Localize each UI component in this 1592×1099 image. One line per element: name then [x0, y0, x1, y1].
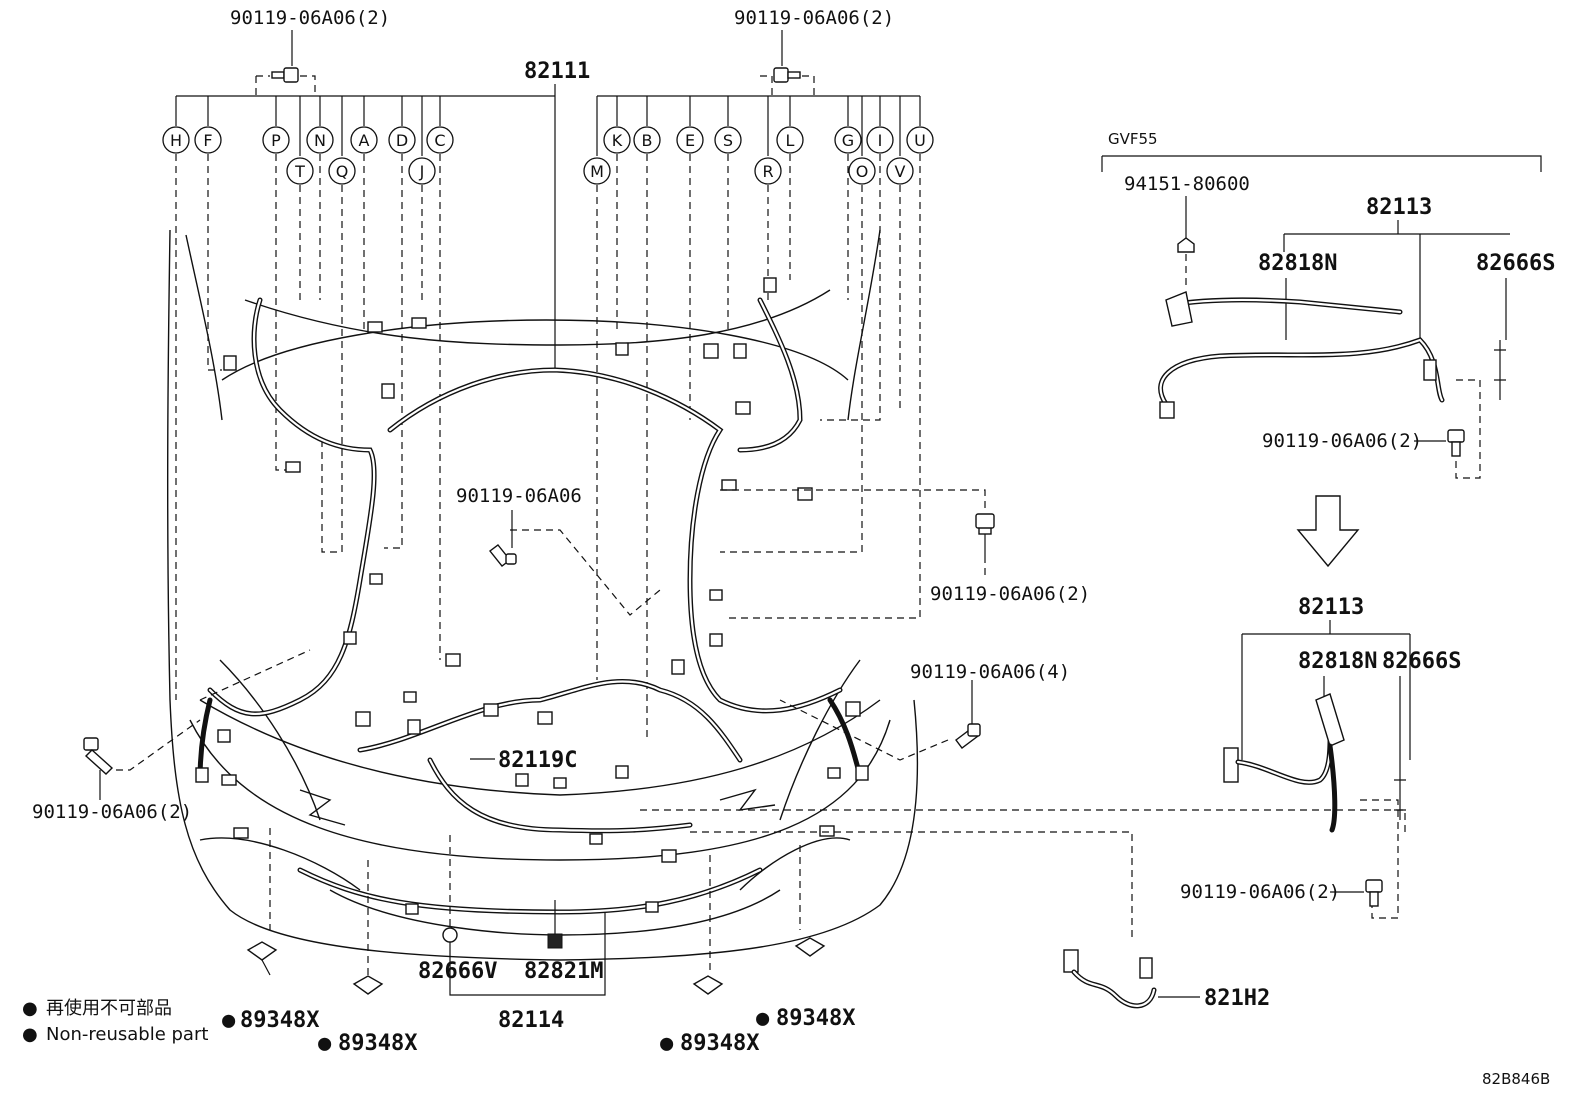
- left-bolt-2: 90119-06A06(2): [32, 737, 192, 823]
- bolt-detail-bottom: 90119-06A06(2): [1180, 879, 1383, 907]
- main-harness-label: 82111: [524, 59, 590, 84]
- transition-arrow: [1296, 495, 1360, 568]
- top-right-bolt-label: 90119-06A06(2): [734, 7, 894, 29]
- vehicle-body-outline: [166, 229, 919, 961]
- bolt-detail-top-label: 90119-06A06(2): [1262, 430, 1422, 452]
- clip-left-1-label: 89348X: [240, 1008, 319, 1033]
- letter-S: S: [723, 131, 733, 150]
- legend-bullet-2: ●: [22, 1024, 38, 1045]
- variant-bracket: GVF55: [1101, 130, 1542, 172]
- letter-U: U: [914, 131, 926, 150]
- right-bolt-2: 90119-06A06(2): [930, 513, 1090, 605]
- center-bolt-label: 90119-06A06: [456, 485, 582, 507]
- part-82818n-bottom-label: 82818N: [1298, 649, 1377, 674]
- part-82666s-top-label: 82666S: [1476, 251, 1555, 276]
- nut-94151-label: 94151-80600: [1124, 173, 1250, 195]
- clip-right-2: ● 89348X: [756, 937, 855, 1031]
- letter-O: O: [856, 162, 869, 181]
- right-bolt-4-label: 90119-06A06(4): [910, 661, 1070, 683]
- bolt-detail-top: 90119-06A06(2): [1262, 429, 1465, 457]
- letter-C: C: [434, 131, 445, 150]
- letter-V: V: [895, 162, 906, 181]
- letter-G: G: [842, 131, 854, 150]
- top-left-bolt: 90119-06A06(2): [230, 7, 390, 96]
- main-harness: [197, 297, 863, 915]
- figure-code: 82B846B: [1482, 1070, 1550, 1088]
- clip-left-1-bullet: ●: [222, 1008, 236, 1033]
- letter-R: R: [762, 162, 773, 181]
- clip-right-1-label: 89348X: [680, 1031, 759, 1056]
- letter-K: K: [612, 131, 623, 150]
- nut-94151: 94151-80600: [1124, 173, 1250, 290]
- center-bolt: 90119-06A06: [456, 485, 582, 567]
- letter-M: M: [590, 162, 604, 181]
- part-82821m-label: 82821M: [524, 959, 603, 984]
- callout-letters-row1: H F P N A D C K B E S L G I U: [162, 126, 934, 154]
- clip-right-1: ● 89348X: [660, 975, 759, 1056]
- part-82818n-top-label: 82818N: [1258, 251, 1337, 276]
- legend-line2: Non-reusable part: [46, 1024, 208, 1045]
- letter-leaders: [175, 154, 921, 740]
- letter-I: I: [878, 131, 883, 150]
- top-left-bolt-label: 90119-06A06(2): [230, 7, 390, 29]
- letter-T: T: [294, 162, 305, 181]
- letter-J: J: [419, 162, 425, 181]
- letter-B: B: [642, 131, 653, 150]
- assy-82113-bottom: 82113 82818N 82666S: [1223, 595, 1461, 919]
- legend-bullet-1: ●: [22, 998, 38, 1019]
- left-bolt-2-label: 90119-06A06(2): [32, 801, 192, 823]
- variant-label: GVF55: [1108, 130, 1158, 148]
- clip-right-2-bullet: ●: [756, 1006, 770, 1031]
- clip-left-1: ● 89348X: [222, 941, 319, 1033]
- letter-A: A: [359, 131, 370, 150]
- harness-connectors: [195, 277, 869, 915]
- clip-right-1-bullet: ●: [660, 1031, 674, 1056]
- letter-L: L: [786, 131, 795, 150]
- assy-82113-bottom-label: 82113: [1298, 595, 1364, 620]
- part-82114-label: 82114: [498, 1008, 564, 1033]
- letter-N: N: [314, 131, 326, 150]
- part-82821m: 82821M: [524, 933, 603, 984]
- letter-Q: Q: [336, 162, 349, 181]
- part-821h2: 821H2: [1063, 949, 1270, 1011]
- letter-F: F: [203, 131, 212, 150]
- assy-82113-top: 82113 82818N 82666S: [1158, 195, 1555, 479]
- part-82666v: 82666V: [418, 927, 497, 984]
- clip-left-2: ● 89348X: [318, 975, 417, 1056]
- letter-E: E: [685, 131, 695, 150]
- harness-82119c-label: 82119C: [498, 748, 577, 773]
- clip-left-2-label: 89348X: [338, 1031, 417, 1056]
- right-bolt-4: 90119-06A06(4): [910, 661, 1070, 749]
- part-82666s-bottom-label: 82666S: [1382, 649, 1461, 674]
- callout-letters-row2: T Q J M R O V: [286, 157, 914, 185]
- legend: ● 再使用不可部品 ● Non-reusable part: [22, 998, 208, 1045]
- top-right-bolt: 90119-06A06(2): [734, 7, 894, 96]
- internal-leaders: [116, 489, 1406, 996]
- bolt-detail-bottom-label: 90119-06A06(2): [1180, 881, 1340, 903]
- letter-H: H: [170, 131, 182, 150]
- part-82666v-label: 82666V: [418, 959, 497, 984]
- letter-D: D: [396, 131, 408, 150]
- assy-82113-top-label: 82113: [1366, 195, 1432, 220]
- part-821h2-label: 821H2: [1204, 986, 1270, 1011]
- clip-left-2-bullet: ●: [318, 1031, 332, 1056]
- clip-right-2-label: 89348X: [776, 1006, 855, 1031]
- letter-P: P: [271, 131, 281, 150]
- right-bolt-2-label: 90119-06A06(2): [930, 583, 1090, 605]
- legend-line1: 再使用不可部品: [46, 998, 172, 1019]
- top-callout-bracket: [175, 95, 921, 156]
